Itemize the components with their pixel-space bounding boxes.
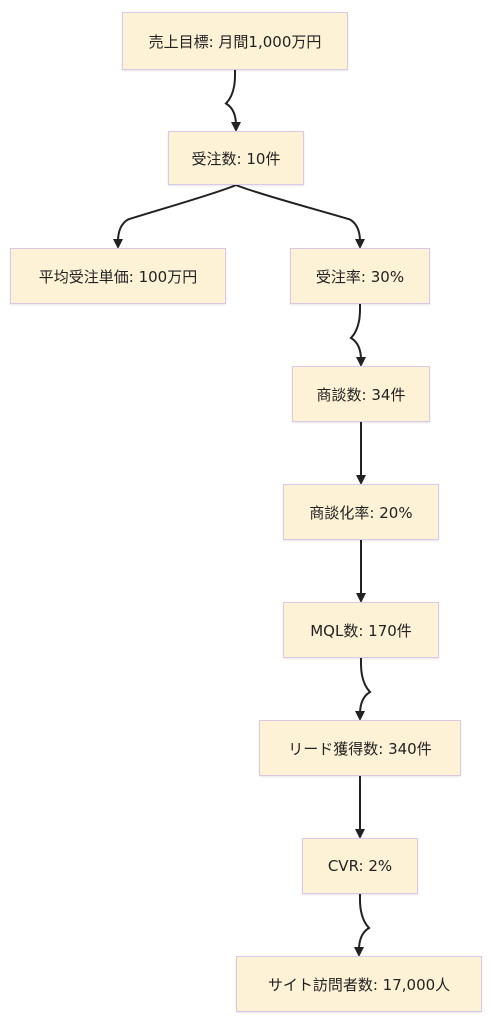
node-label: 平均受注単価: 100万円 — [38, 267, 198, 286]
edge-cvr-to-site_visitors — [354, 893, 371, 957]
node-label: 受注数: 10件 — [191, 149, 281, 168]
node-close-rate: 受注率: 30% — [290, 248, 430, 304]
node-cvr: CVR: 2% — [302, 838, 418, 894]
node-site-visitors: サイト訪問者数: 17,000人 — [236, 956, 482, 1012]
node-label: サイト訪問者数: 17,000人 — [267, 975, 451, 994]
edge-sales_target-to-orders — [224, 69, 241, 132]
node-label: 売上目標: 月間1,000万円 — [148, 32, 322, 51]
node-leads: リード獲得数: 340件 — [259, 720, 461, 776]
node-mql: MQL数: 170件 — [283, 602, 439, 658]
edge-close_rate-to-meetings — [349, 303, 366, 367]
node-label: CVR: 2% — [327, 857, 393, 875]
node-avg-unit-price: 平均受注単価: 100万円 — [10, 248, 226, 304]
node-sales-target: 売上目標: 月間1,000万円 — [122, 12, 348, 70]
edge-orders-to-avg_unit_price — [113, 184, 237, 249]
node-label: MQL数: 170件 — [310, 621, 412, 640]
edge-mql-to-leads — [355, 657, 372, 721]
edge-orders-to-close_rate — [235, 184, 365, 249]
node-orders: 受注数: 10件 — [168, 131, 304, 185]
node-label: 受注率: 30% — [315, 267, 405, 286]
node-meetings: 商談数: 34件 — [292, 366, 430, 422]
node-label: 商談数: 34件 — [316, 385, 406, 404]
node-label: リード獲得数: 340件 — [288, 739, 432, 758]
node-meeting-conversion: 商談化率: 20% — [283, 484, 439, 540]
node-label: 商談化率: 20% — [309, 503, 413, 522]
edges — [113, 69, 372, 957]
